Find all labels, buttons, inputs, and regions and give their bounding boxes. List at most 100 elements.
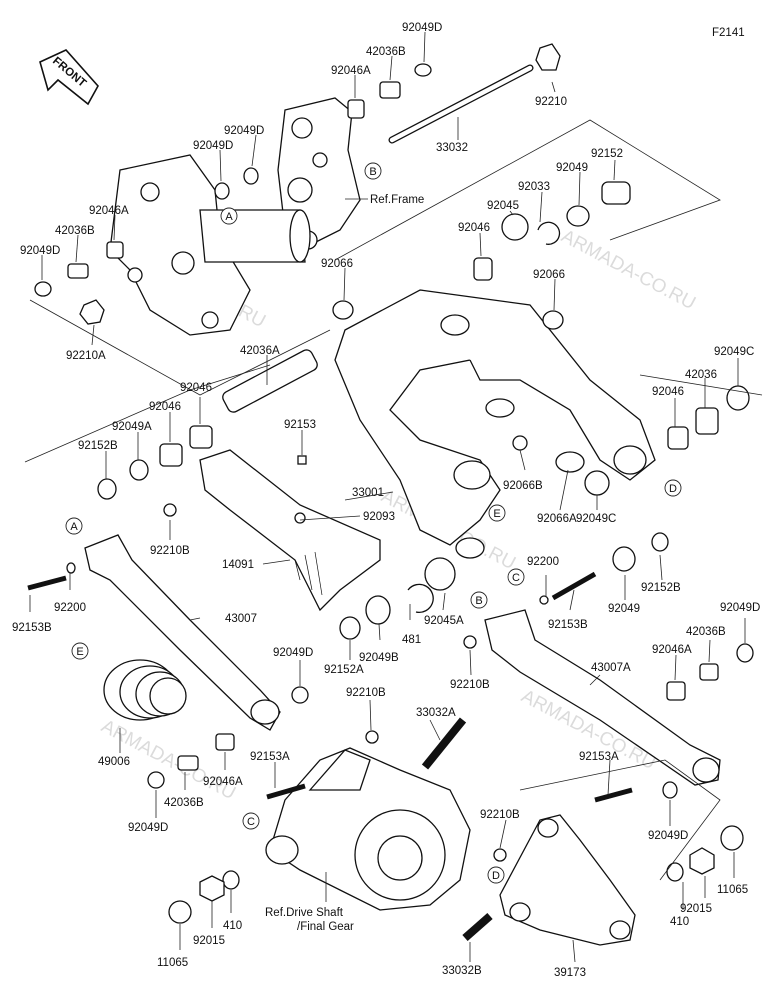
circlip-92033 (537, 221, 561, 245)
svg-text:D: D (492, 870, 500, 882)
callout-C-mid: C (507, 568, 525, 586)
seal-92049d-top (414, 63, 432, 77)
part-label: 92049D (648, 830, 688, 842)
nut-92210b-rocker (493, 848, 507, 862)
bushing-92046a-top (347, 99, 365, 119)
seal-92049d-low (147, 771, 165, 789)
callout-A-top: A (220, 207, 238, 225)
front-arrow-icon: FRONT (39, 49, 99, 106)
part-label: 92049C (576, 513, 616, 525)
washer-410-left (222, 870, 240, 890)
part-label: 92066A (537, 513, 577, 525)
seal-92049c-mid (584, 470, 610, 496)
part-label: 92066 (533, 269, 565, 281)
washer-92200-left (66, 562, 76, 574)
circlip-481 (407, 583, 434, 614)
collar-42036b-top (379, 81, 401, 99)
part-label: 92049D (224, 125, 264, 137)
cap-92066-right (542, 310, 564, 330)
final-gear-housing (265, 747, 471, 911)
collar-42036b-r1 (699, 663, 719, 681)
part-label: 92153B (548, 619, 588, 631)
nut-11065-left (168, 900, 192, 924)
swingarm (334, 289, 656, 559)
part-label: 92152B (78, 440, 118, 452)
part-label: 92049A (112, 421, 152, 433)
tie-rod-43007a (484, 609, 721, 786)
part-label: 92210B (346, 687, 386, 699)
part-label: 92049D (402, 22, 442, 34)
bolt-92153b-right (551, 571, 597, 601)
part-label: 92066B (503, 480, 543, 492)
callout-B-low: B (470, 591, 488, 609)
seal-92049d-mid (243, 167, 259, 185)
tie-rod-43007 (84, 534, 281, 731)
seal-92049d-mid2 (214, 182, 230, 200)
part-label: 92210A (66, 350, 106, 362)
nut-92210b-top (163, 503, 177, 517)
seal-92049d-r2 (662, 781, 678, 799)
callout-D-low: D (487, 866, 505, 884)
svg-text:C: C (247, 816, 255, 828)
part-label: 92049D (273, 647, 313, 659)
seal-92049-lower (612, 546, 636, 572)
part-label: 33032 (436, 142, 468, 154)
cap-92152b-left (97, 478, 117, 500)
part-label: 92046 (149, 401, 181, 413)
part-label: 481 (402, 634, 421, 646)
part-label: 92045A (424, 615, 464, 627)
seal-92049b (365, 595, 391, 625)
bushing-92046-right (667, 426, 689, 450)
part-label: 92153A (250, 751, 290, 763)
nut-92210b-mid (463, 635, 477, 649)
part-label: 42036B (366, 46, 406, 58)
svg-text:A: A (225, 211, 233, 223)
nut-92015-right (689, 847, 715, 875)
part-label: 92046A (331, 65, 371, 77)
nut-92210b-gear (365, 730, 379, 744)
bolt-92153a-right (594, 787, 633, 803)
part-label: 33032A (416, 707, 456, 719)
part-label: 92049C (714, 346, 754, 358)
part-label: 92152A (324, 664, 364, 676)
ref-final-gear-label: /Final Gear (297, 921, 354, 933)
bolt-92153 (297, 455, 307, 465)
part-label: 92046A (203, 776, 243, 788)
washer-92200-right (539, 595, 549, 605)
seal-92049d-left (34, 281, 52, 297)
part-label: 42036A (240, 345, 280, 357)
part-label: 92152B (641, 582, 681, 594)
nut-92015-left (199, 875, 225, 902)
part-label: 33032B (442, 965, 482, 977)
bushing-92046-mid (473, 257, 493, 281)
rubber-boot (103, 659, 187, 721)
seal-92049-right (566, 205, 590, 227)
callout-C-low: C (242, 812, 260, 830)
svg-text:C: C (512, 572, 520, 584)
part-label: 14091 (222, 559, 254, 571)
part-label: 92200 (54, 602, 86, 614)
part-label: 92093 (363, 511, 395, 523)
part-label: 42036B (164, 797, 204, 809)
cap-92066a (555, 451, 585, 473)
svg-text:B: B (475, 595, 482, 607)
seal-92049d-rod (291, 686, 309, 704)
part-label: 92049 (556, 162, 588, 174)
nut-92210a (79, 299, 105, 325)
svg-text:B: B (369, 166, 376, 178)
cap-92152b-right (651, 532, 669, 552)
part-label: 42036B (55, 225, 95, 237)
part-label: 92049D (193, 140, 233, 152)
bushing-92046a-r1 (666, 681, 686, 701)
cap-92066-left (332, 300, 354, 320)
part-label: 11065 (717, 884, 748, 896)
part-label: 92033 (518, 181, 550, 193)
part-label: 92049B (359, 652, 399, 664)
part-label: 92049D (128, 822, 168, 834)
part-label: 92045 (487, 200, 519, 212)
part-label: 92049 (608, 603, 640, 615)
part-label: 92152 (591, 148, 623, 160)
part-label: 92046A (652, 644, 692, 656)
collar-42036-right (695, 407, 719, 435)
